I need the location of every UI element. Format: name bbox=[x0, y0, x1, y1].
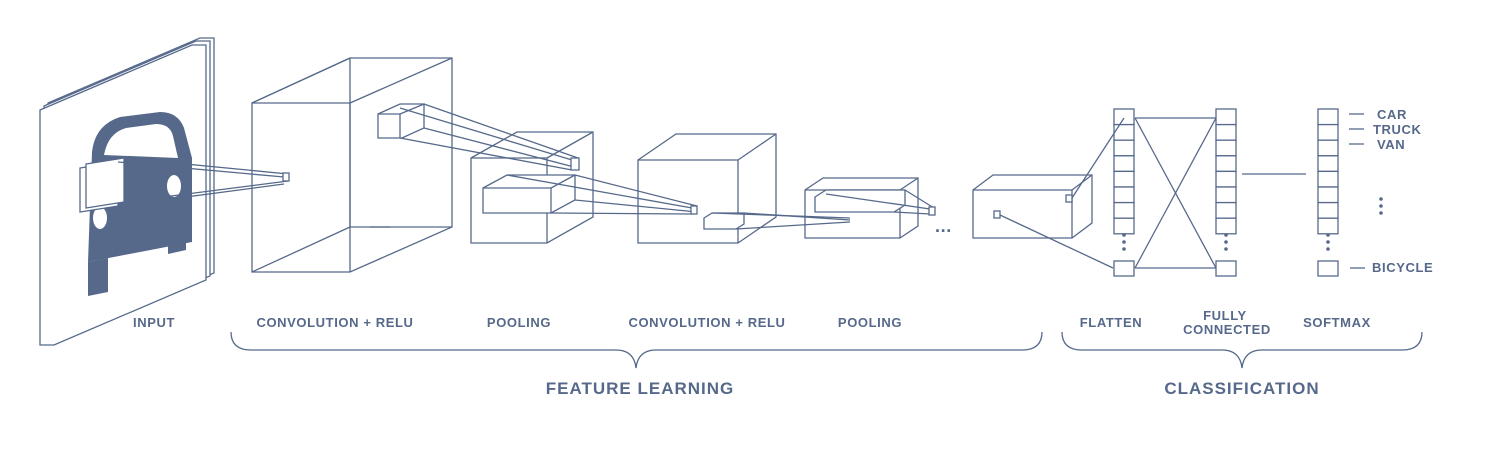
ellipsis-dot bbox=[1224, 247, 1228, 251]
label-input: INPUT bbox=[133, 315, 175, 330]
label-pool1: POOLING bbox=[487, 315, 551, 330]
class-label-car: CAR bbox=[1377, 107, 1407, 122]
connections-flatten-fc bbox=[1134, 117, 1217, 269]
neuron-cell bbox=[1215, 201, 1237, 219]
car-icon bbox=[88, 112, 192, 296]
label-softmax: SOFTMAX bbox=[1303, 315, 1371, 330]
projection-conv2-pool2 bbox=[711, 212, 851, 230]
input-image bbox=[39, 37, 215, 346]
neuron-cell-last bbox=[1215, 260, 1237, 277]
neuron-cell bbox=[1215, 217, 1237, 235]
ellipsis-text: ... bbox=[935, 216, 952, 236]
label-flatten: FLATTEN bbox=[1080, 315, 1142, 330]
neuron-cell bbox=[1215, 155, 1237, 173]
label-feature-learning: FEATURE LEARNING bbox=[546, 379, 735, 398]
ellipsis-dot bbox=[1326, 240, 1330, 244]
neuron-cell bbox=[1113, 217, 1135, 235]
ellipsis-dot bbox=[1122, 240, 1126, 244]
label-conv2: CONVOLUTION + RELU bbox=[628, 315, 785, 330]
neuron-cell bbox=[1113, 155, 1135, 173]
label-classification: CLASSIFICATION bbox=[1164, 379, 1319, 398]
neuron-cell bbox=[1113, 108, 1135, 126]
softmax-column bbox=[1317, 108, 1339, 277]
label-connected: CONNECTED bbox=[1183, 322, 1271, 337]
pool2-volume bbox=[804, 177, 936, 239]
neuron-cell bbox=[1113, 186, 1135, 204]
neuron-cell bbox=[1317, 186, 1339, 204]
label-pool2: POOLING bbox=[838, 315, 902, 330]
projection-conv1-pool1 bbox=[399, 103, 580, 171]
ellipsis-dot bbox=[1224, 233, 1228, 237]
neuron-cell bbox=[1215, 123, 1237, 141]
neuron-cell bbox=[1317, 139, 1339, 157]
neuron-cell bbox=[1113, 201, 1135, 219]
brace-feature-learning bbox=[230, 331, 1043, 369]
ellipsis-dot bbox=[1122, 247, 1126, 251]
neuron-cell bbox=[1113, 139, 1135, 157]
neuron-cell bbox=[1113, 123, 1135, 141]
fc-column bbox=[1215, 108, 1237, 277]
conv1-volume bbox=[251, 57, 453, 273]
last-feature-volume bbox=[972, 174, 1093, 239]
brace-classification bbox=[1061, 331, 1423, 369]
class-label-bicycle: BICYCLE bbox=[1372, 260, 1433, 275]
ellipsis-dot bbox=[1224, 240, 1228, 244]
ellipsis-dot bbox=[1326, 247, 1330, 251]
classification-columns bbox=[1113, 108, 1339, 277]
ellipsis-dot bbox=[1122, 233, 1126, 237]
neuron-cell bbox=[1113, 170, 1135, 188]
input-receptive-field-back bbox=[85, 157, 125, 209]
neuron-cell bbox=[1317, 123, 1339, 141]
projection-input-conv1 bbox=[117, 157, 290, 207]
flatten-column bbox=[1113, 108, 1135, 277]
class-label-van: VAN bbox=[1377, 137, 1405, 152]
neuron-cell bbox=[1317, 201, 1339, 219]
neuron-cell bbox=[1317, 170, 1339, 188]
conv1-slab bbox=[377, 103, 425, 139]
neuron-cell bbox=[1215, 170, 1237, 188]
connections-features-flatten bbox=[999, 117, 1125, 269]
neuron-cell bbox=[1317, 217, 1339, 235]
neuron-cell bbox=[1317, 108, 1339, 126]
neuron-cell bbox=[1317, 155, 1339, 173]
neuron-cell bbox=[1215, 186, 1237, 204]
label-conv1: CONVOLUTION + RELU bbox=[256, 315, 413, 330]
ellipsis-dot bbox=[1326, 233, 1330, 237]
conv2-volume bbox=[637, 133, 777, 244]
class-labels: CAR TRUCK VAN BICYCLE bbox=[1349, 107, 1433, 275]
neuron-cell-last bbox=[1113, 260, 1135, 277]
projection-pool1-conv2 bbox=[506, 174, 698, 215]
neuron-cell-last bbox=[1317, 260, 1339, 277]
label-fully: FULLY bbox=[1203, 308, 1247, 323]
neuron-cell bbox=[1215, 108, 1237, 126]
class-label-truck: TRUCK bbox=[1373, 122, 1422, 137]
neuron-cell bbox=[1215, 139, 1237, 157]
